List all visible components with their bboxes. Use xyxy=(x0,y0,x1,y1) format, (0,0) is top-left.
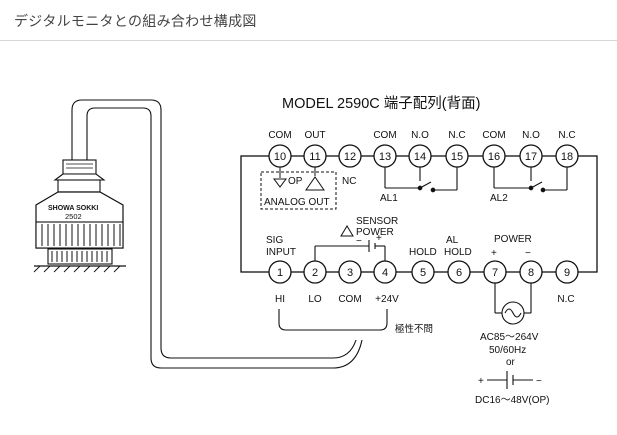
dc-battery-icon xyxy=(487,371,533,389)
terminal-num-14: 14 xyxy=(414,151,426,163)
bottom-terminals xyxy=(268,260,579,284)
terminal-label-4: +24V xyxy=(375,294,399,305)
terminal-num-3: 3 xyxy=(347,267,353,279)
power-wiring xyxy=(494,283,532,325)
sig-label: SIG xyxy=(266,235,283,246)
sensor-minus-label: − xyxy=(356,236,362,247)
terminal-num-17: 17 xyxy=(525,151,537,163)
sensor-device: SHOWA SOKKI 2502 xyxy=(33,159,126,273)
terminal-num-7: 7 xyxy=(492,267,498,279)
al2-label: AL2 xyxy=(490,193,508,204)
input-bracket xyxy=(278,309,388,331)
sensor-power-icon xyxy=(340,225,354,237)
terminal-label-2: LO xyxy=(308,294,322,305)
al-hold-label-2: HOLD xyxy=(444,247,472,258)
power-minus-label: − xyxy=(525,248,531,259)
terminal-num-1: 1 xyxy=(277,267,283,279)
sensor-power-label-1: SENSOR xyxy=(356,216,398,227)
terminal-5 xyxy=(411,260,435,284)
hold-label: HOLD xyxy=(409,247,437,258)
dc-range-label: DC16～48V(OP) xyxy=(475,395,549,406)
sensor-brand: SHOWA SOKKI xyxy=(48,205,98,212)
op-label: OP xyxy=(288,176,303,187)
terminal-label-3: COM xyxy=(338,294,361,305)
dc-minus-label: − xyxy=(536,376,542,387)
page-title: デジタルモニタとの組み合わせ構成図 xyxy=(14,14,257,30)
ac-range-label: AC85～264V xyxy=(480,332,539,343)
terminal-num-12: 12 xyxy=(344,151,356,163)
terminal-label-15: N.C xyxy=(448,130,465,141)
al1-label: AL1 xyxy=(380,193,398,204)
power-plus-label: + xyxy=(491,248,497,259)
terminal-3 xyxy=(338,260,362,284)
dc-plus-label: + xyxy=(478,376,484,387)
analog-out-box xyxy=(260,171,337,210)
terminal-9 xyxy=(555,260,579,284)
terminal-num-10: 10 xyxy=(274,151,286,163)
terminal-12 xyxy=(338,144,362,168)
terminal-label-13: COM xyxy=(373,130,396,141)
terminal-num-18: 18 xyxy=(561,151,573,163)
input-label: INPUT xyxy=(266,247,296,258)
terminal-1 xyxy=(268,260,292,284)
terminal-num-5: 5 xyxy=(420,267,426,279)
terminal-num-16: 16 xyxy=(488,151,500,163)
terminal-num-13: 13 xyxy=(379,151,391,163)
analog-driver-icon xyxy=(305,176,325,191)
al1-relay xyxy=(384,167,458,193)
sensor-power-wiring xyxy=(314,240,386,261)
top-terminals xyxy=(268,144,579,168)
sensor-cable xyxy=(71,99,363,369)
terminal-label-17: N.O xyxy=(522,130,540,141)
terminal-6 xyxy=(447,260,471,284)
analog-out-label: ANALOG OUT xyxy=(264,197,330,208)
nc-label: NC xyxy=(342,176,356,187)
al2-relay xyxy=(493,167,568,193)
or-label: or xyxy=(506,357,516,368)
terminal-label-18: N.C xyxy=(558,130,575,141)
sensor-plus-label: + xyxy=(376,233,382,244)
diagram-title: MODEL 2590C 端子配列(背面) xyxy=(282,95,480,112)
terminal-label-1: HI xyxy=(275,294,285,305)
sensor-model: 2502 xyxy=(65,212,82,221)
terminal-num-9: 9 xyxy=(564,267,570,279)
op-arrow-icon xyxy=(273,178,287,188)
terminal-num-15: 15 xyxy=(451,151,463,163)
terminal-num-4: 4 xyxy=(382,267,388,279)
ac-source-icon xyxy=(501,301,525,325)
terminal-num-6: 6 xyxy=(456,267,462,279)
terminal-num-2: 2 xyxy=(312,267,318,279)
terminal-label-11: OUT xyxy=(304,130,325,141)
terminal-label-14: N.O xyxy=(411,130,429,141)
al-hold-label-1: AL xyxy=(446,235,459,246)
sensor-power-label-2: POWER xyxy=(356,227,394,238)
power-label: POWER xyxy=(494,234,532,245)
terminal-label-16: COM xyxy=(482,130,505,141)
frequency-label: 50/60Hz xyxy=(489,345,526,356)
terminal-label-9: N.C xyxy=(557,294,574,305)
terminal-label-10: COM xyxy=(268,130,291,141)
polarity-note: 極性不問 xyxy=(395,323,433,335)
terminal-num-8: 8 xyxy=(528,267,534,279)
terminal-num-11: 11 xyxy=(309,151,320,163)
title-divider xyxy=(0,40,617,41)
